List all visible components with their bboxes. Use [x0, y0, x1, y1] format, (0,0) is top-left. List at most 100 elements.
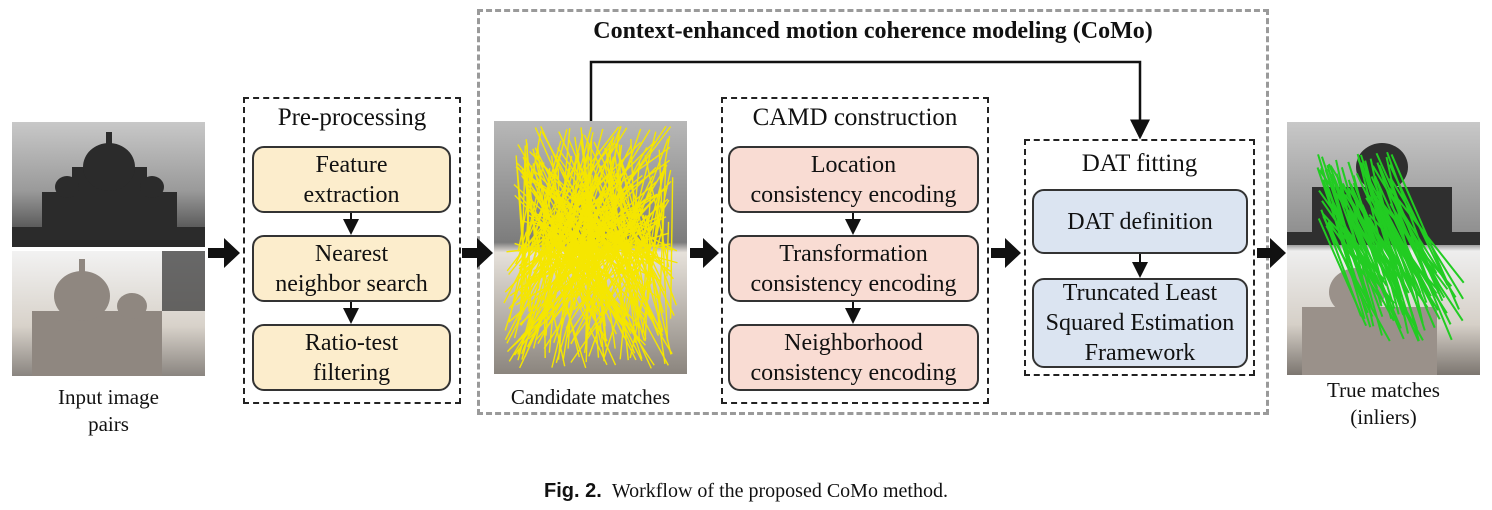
inlier-match-line — [1376, 162, 1428, 304]
inlier-match-line — [1388, 177, 1428, 277]
inlier-match-line — [1326, 164, 1369, 302]
inlier-match-lines — [1316, 151, 1465, 342]
dat-group — [1024, 139, 1255, 376]
figure-caption-text: Workflow of the proposed CoMo method. — [611, 480, 948, 502]
candidate-match-line — [585, 175, 593, 363]
candidate-match-lines — [503, 125, 678, 369]
candidate-match-line — [543, 241, 546, 358]
inlier-match-line — [1388, 189, 1457, 298]
candidate-match-line — [547, 226, 601, 321]
candidate-match-line — [617, 152, 678, 306]
candidate-match-line — [521, 216, 555, 252]
candidate-matches-label: Candidate matches — [510, 385, 671, 409]
inlier-match-line — [1378, 164, 1453, 341]
candidate-match-line — [585, 138, 593, 343]
inlier-match-line — [1368, 213, 1440, 292]
candidate-match-line — [606, 210, 610, 258]
camd-group — [721, 97, 989, 404]
feature-extraction-box: Feature extraction — [252, 146, 451, 213]
preprocessing-title: Pre-processing — [277, 104, 427, 131]
inlier-match-line — [1341, 183, 1402, 296]
candidate-match-line — [626, 225, 674, 280]
candidate-match-line — [545, 238, 608, 342]
candidate-match-line — [557, 147, 653, 283]
arrow-camd-to-dat — [991, 238, 1021, 268]
candidate-match-line — [586, 217, 627, 311]
truncated-least-squared-estimation-box: Truncated Least Squared Estimation Frame… — [1032, 278, 1248, 368]
candidate-match-line — [535, 237, 623, 340]
arrow-dat-to-output — [1257, 238, 1286, 268]
basilica-silhouette-top — [12, 132, 205, 247]
inlier-match-line — [1335, 159, 1375, 327]
inlier-match-line — [1364, 160, 1407, 321]
candidate-match-line — [532, 126, 592, 349]
inlier-match-line — [1353, 197, 1429, 309]
nearest-neighbor-search-box: Nearest neighbor search — [252, 235, 451, 302]
neighborhood-consistency-encoding-box: Neighborhood consistency encoding — [728, 324, 979, 391]
candidate-match-line — [567, 190, 580, 349]
inlier-match-line — [1327, 221, 1369, 314]
candidate-match-line — [647, 174, 663, 300]
inlier-match-line — [1386, 151, 1440, 295]
input-image-pairs-label: Input image pairs — [58, 385, 159, 436]
inlier-match-line — [1390, 178, 1464, 300]
candidate-match-line — [644, 155, 670, 268]
candidate-match-line — [614, 154, 641, 329]
location-consistency-encoding-box: Location consistency encoding — [728, 146, 979, 213]
inlier-match-line — [1363, 170, 1432, 297]
como-title: Context-enhanced motion coherence modeli… — [593, 18, 1153, 44]
candidate-match-line — [658, 149, 669, 341]
connector-candidate-to-dat — [589, 60, 1150, 140]
candidate-match-line — [532, 148, 560, 257]
candidate-match-line — [558, 131, 639, 309]
dat-title: DAT fitting — [1081, 150, 1198, 177]
inlier-match-line — [1325, 225, 1391, 342]
basilica-silhouette-bottom — [32, 251, 205, 376]
dat-definition-box: DAT definition — [1032, 189, 1248, 254]
ratio-test-filtering-box: Ratio-test filtering — [252, 324, 451, 391]
candidate-match-line — [587, 126, 622, 294]
transformation-consistency-encoding-box: Transformation consistency encoding — [728, 235, 979, 302]
figure-caption-prefix: Fig. 2. — [544, 480, 602, 502]
true-matches-label: True matches (inliers) — [1327, 378, 1440, 429]
candidate-match-line — [605, 148, 629, 361]
candidate-match-line — [528, 215, 660, 279]
candidate-match-line — [587, 199, 670, 336]
candidate-matches-image — [494, 121, 687, 374]
inlier-match-line — [1322, 179, 1366, 320]
preprocessing-group — [243, 97, 461, 404]
candidate-match-line — [516, 166, 531, 312]
candidate-match-line — [525, 139, 537, 256]
candidate-match-line — [593, 141, 661, 278]
candidate-match-line — [570, 224, 655, 344]
candidate-match-line — [506, 180, 672, 353]
candidate-match-line — [537, 167, 551, 289]
candidate-match-line — [521, 197, 540, 257]
candidate-match-line — [590, 205, 638, 312]
candidate-match-line — [535, 161, 617, 335]
candidate-match-line — [620, 131, 657, 275]
figure-caption: Fig. 2. Workflow of the proposed CoMo me… — [0, 480, 1492, 503]
input-image-top — [12, 122, 205, 247]
arrow-preprocessing-to-candidate — [462, 238, 493, 268]
candidate-match-line — [567, 181, 657, 260]
candidate-match-line — [524, 152, 532, 311]
candidate-match-line — [626, 165, 667, 317]
candidate-match-line — [565, 230, 629, 329]
inlier-match-line — [1344, 193, 1406, 287]
candidate-match-line — [536, 195, 599, 316]
candidate-match-line — [669, 177, 674, 319]
inlier-match-line — [1339, 189, 1386, 273]
candidate-match-line — [519, 182, 556, 309]
true-matches-image — [1287, 122, 1480, 375]
candidate-match-line — [630, 138, 641, 343]
candidate-match-line — [540, 217, 637, 333]
arrow-input-to-preprocessing — [208, 238, 240, 268]
inlier-match-line — [1328, 163, 1379, 289]
como-frame — [477, 9, 1269, 415]
arrow-candidate-to-camd — [690, 238, 719, 268]
candidate-match-line — [508, 142, 614, 275]
candidate-match-line — [528, 214, 635, 276]
inlier-match-line — [1320, 209, 1362, 317]
